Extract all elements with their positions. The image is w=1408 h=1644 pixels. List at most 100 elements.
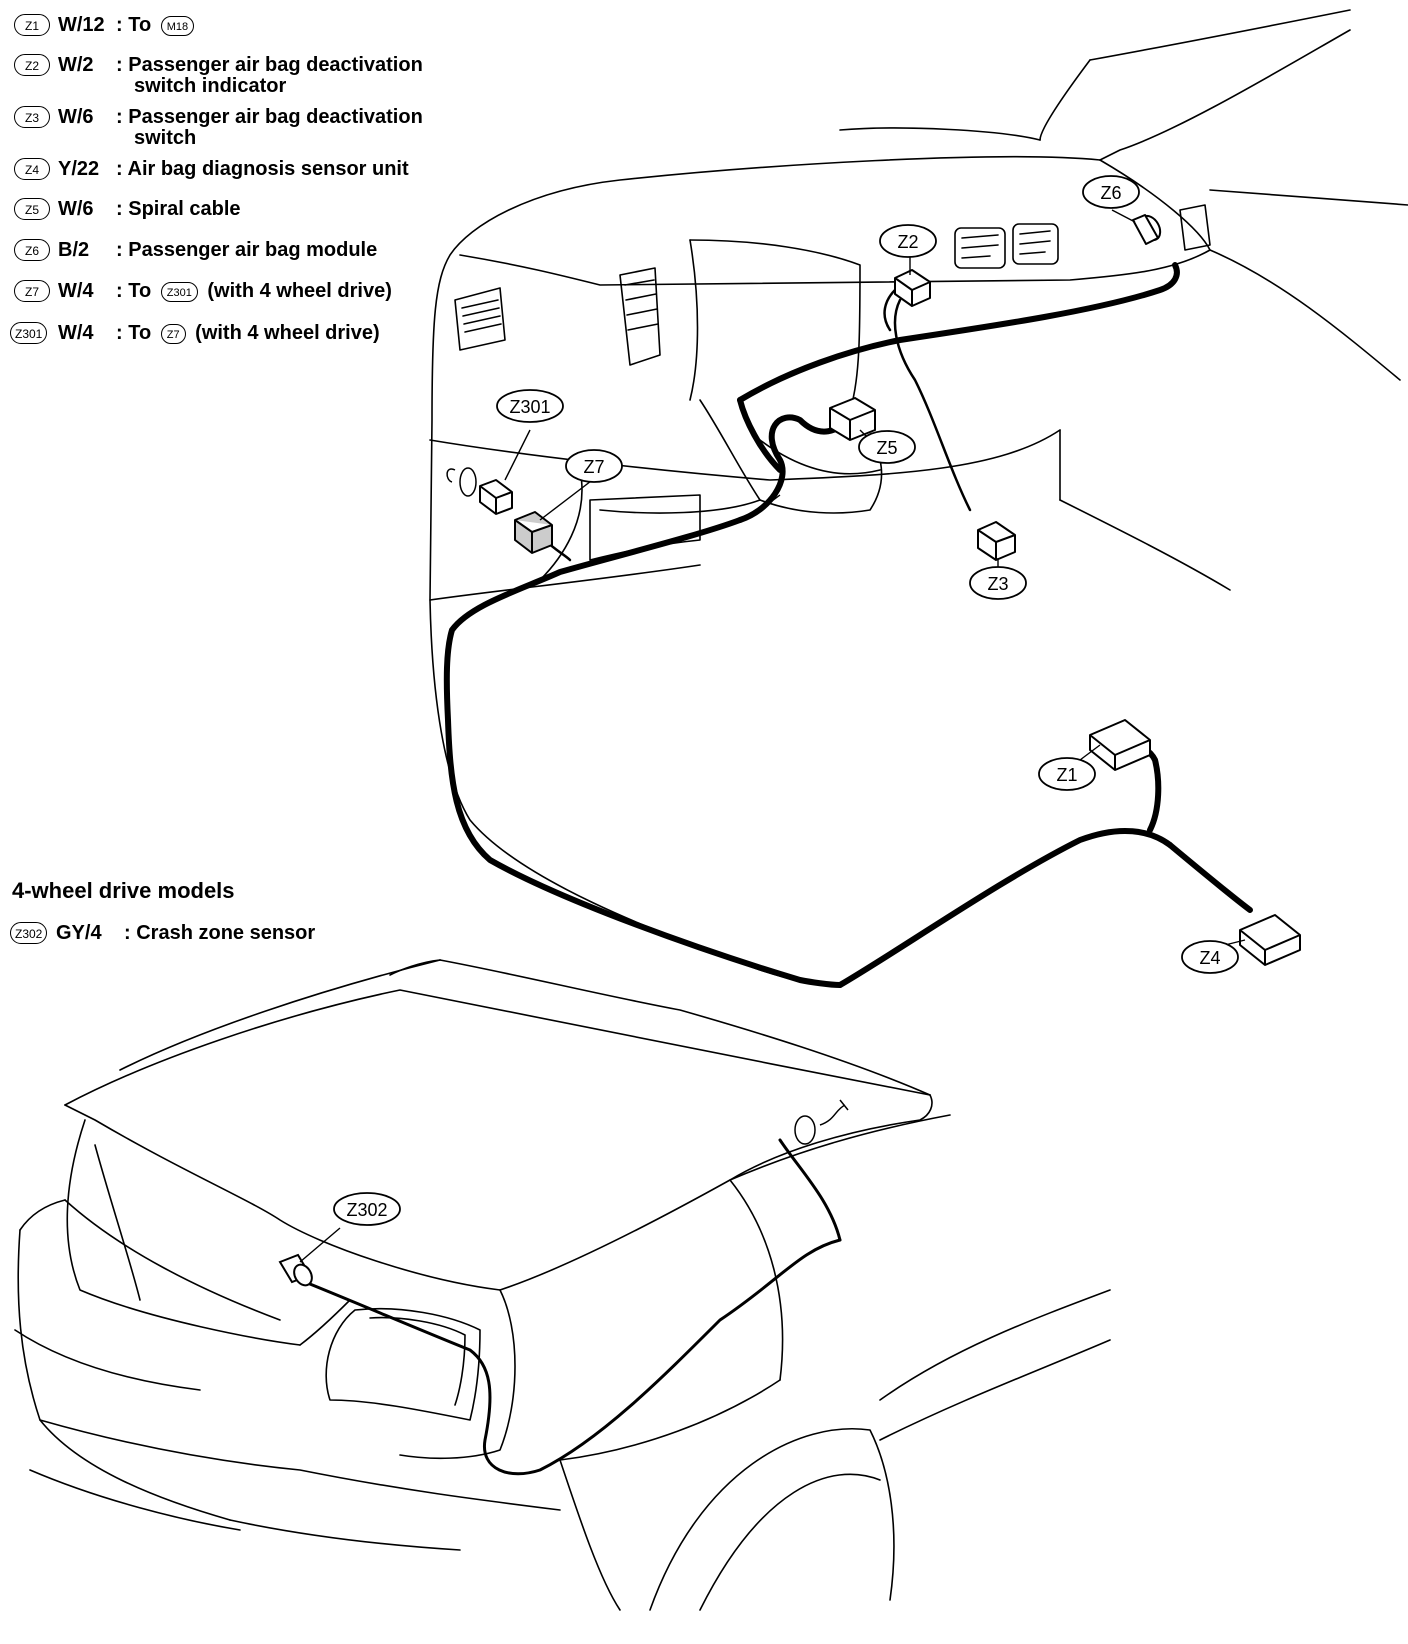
legend-desc-z302: : Crash zone sensor	[124, 922, 315, 944]
legend-wire-z6: B/2	[58, 239, 90, 261]
legend-code-z6: Z6	[14, 239, 50, 261]
connector-z301	[479, 479, 513, 515]
connectors	[479, 214, 1301, 966]
legend-row-z4: Z4 Y/22 : Air bag diagnosis sensor unit	[0, 158, 460, 184]
connector-z4	[1239, 914, 1301, 966]
callout-z5	[858, 430, 916, 464]
callout-label-z5: Z5	[876, 438, 897, 458]
connector-z3	[977, 521, 1016, 561]
legend-ref-badge: M18	[160, 15, 195, 36]
connector-z5	[829, 397, 876, 441]
legend-code-z302: Z302	[10, 922, 48, 944]
legend-desc-text: To	[128, 14, 152, 36]
leader-lines	[504, 209, 1246, 951]
legend-suffix: (with 4 wheel drive)	[195, 322, 380, 344]
legend-desc-z301: : To Z7 (with 4 wheel drive)	[116, 322, 380, 344]
legend-sep: :	[116, 280, 123, 302]
legend-desc-z3: : Passenger air bag deactivation	[116, 106, 423, 128]
legend-wire-z5: W/6	[58, 198, 94, 220]
callout-label-z301: Z301	[509, 397, 550, 417]
callout-z301	[496, 389, 564, 423]
legend-wire-z1: W/12	[58, 14, 105, 36]
legend-row-z7: Z7 W/4 : To Z301 (with 4 wheel drive)	[0, 280, 460, 306]
connector-z302	[278, 1253, 313, 1287]
legend-code-z5: Z5	[14, 198, 50, 220]
legend-row-z301: Z301 W/4 : To Z7 (with 4 wheel drive)	[0, 322, 460, 348]
legend-row-z302: Z302 GY/4 : Crash zone sensor	[0, 922, 400, 948]
callout-z2	[879, 224, 937, 258]
grommet-front	[794, 1099, 849, 1145]
legend-code-z7: Z7	[14, 280, 50, 302]
callout-label-z7: Z7	[583, 457, 604, 477]
legend-sep: :	[116, 239, 123, 261]
legend-code-z3: Z3	[14, 106, 50, 128]
callout-label-z302: Z302	[346, 1200, 387, 1220]
legend-sep: :	[116, 14, 123, 36]
legend-row-z1: Z1 W/12 : To M18	[0, 14, 440, 40]
legend-desc-z2: : Passenger air bag deactivation	[116, 54, 423, 76]
branch-wires	[543, 288, 972, 562]
legend-row-z5: Z5 W/6 : Spiral cable	[0, 198, 460, 224]
callout-labels: Z1 Z4 Z5 Z2 Z3 Z6 Z7 Z301 Z302	[346, 183, 1220, 1220]
grommet-left	[446, 467, 477, 497]
main-harness	[443, 262, 1253, 988]
legend-desc-z5: : Spiral cable	[116, 198, 241, 220]
callout-z302	[333, 1192, 401, 1226]
legend-sep: :	[116, 54, 123, 76]
legend-desc-text: To	[128, 280, 152, 302]
connector-z1	[1089, 719, 1151, 771]
callout-z1	[1038, 757, 1096, 791]
legend-wire-z3: W/6	[58, 106, 94, 128]
legend-sep: :	[116, 198, 123, 220]
legend-desc2-z2: switch indicator	[134, 75, 287, 97]
legend-desc-text: Passenger air bag deactivation	[128, 106, 423, 128]
legend-desc-text: Passenger air bag deactivation	[128, 54, 423, 76]
connector-z2	[894, 269, 931, 307]
legend-desc-text: Spiral cable	[128, 198, 241, 220]
legend-desc-z4: : Air bag diagnosis sensor unit	[116, 158, 409, 180]
legend-code-z1: Z1	[14, 14, 50, 36]
callout-label-z4: Z4	[1199, 948, 1220, 968]
legend-ref-badge: Z7	[160, 323, 186, 344]
legend-wire-z4: Y/22	[58, 158, 100, 180]
callout-z7	[565, 449, 623, 483]
legend-desc2-z3: switch	[134, 127, 197, 149]
connector-z7	[514, 511, 553, 554]
callout-label-z6: Z6	[1100, 183, 1121, 203]
instrument-panel-outline	[429, 9, 1408, 986]
legend-desc-z6: : Passenger air bag module	[116, 239, 377, 261]
vehicle-front-outline	[14, 959, 1111, 1611]
legend-code-z2: Z2	[14, 54, 50, 76]
connector-z6	[1132, 214, 1162, 245]
legend-row-z6: Z6 B/2 : Passenger air bag module	[0, 239, 460, 265]
legend-suffix: (with 4 wheel drive)	[207, 280, 392, 302]
legend-desc-z7: : To Z301 (with 4 wheel drive)	[116, 280, 392, 302]
callout-z6	[1082, 175, 1140, 209]
legend-wire-z301: W/4	[58, 322, 94, 344]
legend-wire-z7: W/4	[58, 280, 94, 302]
crash-sensor-wire	[298, 1138, 842, 1476]
dash-vents	[454, 204, 1211, 366]
callout-label-z1: Z1	[1056, 765, 1077, 785]
legend-code-z4: Z4	[14, 158, 50, 180]
legend-code-z301: Z301	[10, 322, 48, 344]
callout-label-z3: Z3	[987, 574, 1008, 594]
legend-desc-text: Passenger air bag module	[128, 239, 378, 261]
legend-desc-text: Air bag diagnosis sensor unit	[127, 158, 409, 180]
legend-sep: :	[116, 158, 123, 180]
callouts	[333, 175, 1239, 1226]
legend-sep: :	[116, 322, 123, 344]
legend-desc-text: To	[128, 322, 152, 344]
legend-wire-z302: GY/4	[56, 922, 102, 944]
callout-z3	[969, 566, 1027, 600]
legend-ref-badge: Z301	[160, 281, 198, 302]
callout-label-z2: Z2	[897, 232, 918, 252]
legend-desc-z1: : To M18	[116, 14, 198, 36]
legend-wire-z2: W/2	[58, 54, 94, 76]
legend-desc-text: Crash zone sensor	[136, 922, 316, 944]
legend-sep: :	[124, 922, 131, 944]
legend-row-z3: Z3 W/6 : Passenger air bag deactivation …	[0, 106, 460, 152]
legend-row-z2: Z2 W/2 : Passenger air bag deactivation …	[0, 54, 460, 100]
section-title-4wd: 4-wheel drive models	[12, 878, 235, 903]
